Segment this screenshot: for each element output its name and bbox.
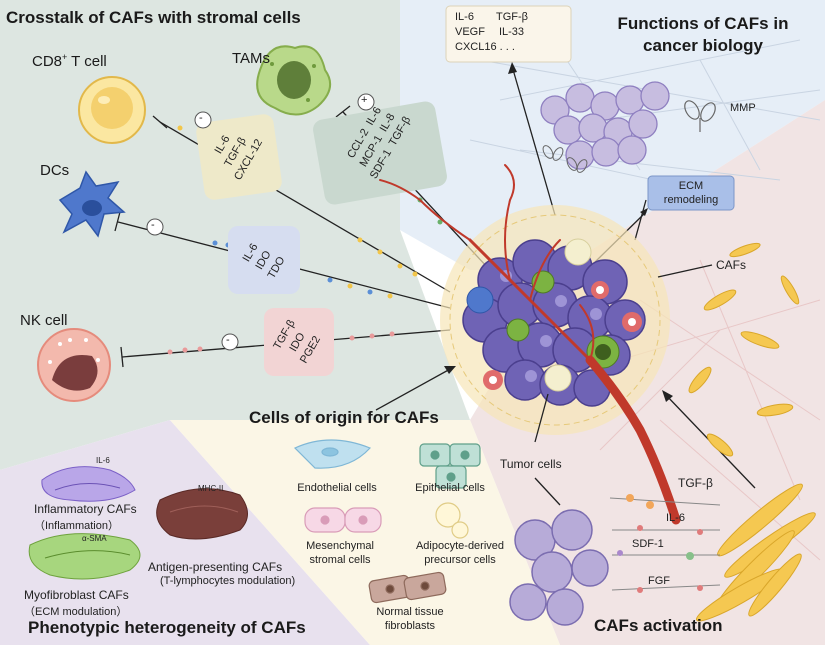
activation-tumor-cluster [509,509,609,626]
origin-arrow [375,366,456,411]
ecm-label-line1: ECM [678,180,704,192]
secreted-cxcl16: CXCL16 . . . [455,41,515,53]
origin-title: Cells of origin for CAFs [249,408,439,427]
tams-factor-box [313,101,447,205]
nk-factor-box [264,308,334,376]
antigen-label: Antigen-presenting CAFs [148,560,283,574]
crosstalk-title: Crosstalk of CAFs with stromal cells [6,8,301,27]
sign-circles [146,93,375,351]
fibroblasts-icon [368,571,447,604]
tumor-mass [440,205,670,435]
dcs-minus-sign: - [151,219,155,231]
dcs-cell-icon [58,170,126,238]
functions-title-line2: cancer biology [643,36,763,55]
cd8-suffix: T cell [67,53,107,70]
myofibroblast-caf-icon [28,533,141,580]
endothelial-label: Endothelial cells [297,482,377,494]
inflammatory-label: Inflammatory CAFs [34,502,137,516]
mhc-marker: MHC-II [198,484,224,493]
dcs-label: DCs [40,162,70,179]
cd8-label: CD8+ T cell [32,52,107,70]
activation-il6: IL-6 [666,512,685,524]
mmp-icon-small [542,145,588,173]
cd8-t-cell-icon [78,76,146,144]
epithelial-label: Epithelial cells [415,482,485,494]
mesenchymal-cells-icon [304,507,382,533]
fibroblasts-label-line2: fibroblasts [384,620,436,632]
nk-minus-sign: - [226,334,230,346]
tams-label: TAMs [232,50,271,67]
il6-marker: IL-6 [96,456,110,465]
activation-fgf: FGF [648,575,670,587]
myofibroblast-label: Myofibroblast CAFs [24,588,129,602]
myofibroblast-sub: （ECM modulation） [24,606,128,618]
adipocyte-label-line1: Adipocyte-derived [415,540,505,552]
tams-cell-icon [256,45,332,116]
activation-factor-dots [617,494,703,593]
adipocyte-label-line2: precursor cells [424,554,496,566]
cd8-main: CD8 [32,53,63,70]
secreted-il33: IL-33 [498,26,525,38]
ecm-label-line2: remodeling [663,194,719,206]
activation-sdf1: SDF-1 [632,538,664,550]
functions-title-line1: Functions of CAFs in [617,14,789,33]
phenotypic-title: Phenotypic heterogeneity of CAFs [28,618,306,637]
secreted-factors: IL-6 TGF-β VEGF IL-33 CXCL16 . . . [455,10,528,55]
tams-plus-sign: + [361,94,368,106]
fiber-network [599,259,821,561]
cd8-minus-sign: - [199,112,203,124]
tumor-cells-pointer [534,393,549,443]
cafs-pointer [657,264,713,278]
secretion-arrow [508,62,556,216]
dcs-factor-box [228,226,300,294]
cafs-label: CAFs [716,258,746,272]
mmp-label: MMP [730,102,756,114]
activation-title: CAFs activation [594,616,723,635]
secreted-vegf: VEGF [455,26,485,38]
functions-cell-cluster [540,81,670,170]
mesenchymal-label-line2: stromal cells [309,554,371,566]
mmp-icon [684,100,716,132]
caf-spindle-cells [688,242,800,457]
cd8-sup: + [62,52,68,62]
mesenchymal-label-line1: Mesenchymal [306,540,374,552]
inflammatory-caf-icon [41,466,136,502]
cd8-factor-box [196,114,282,200]
blood-vessel [379,164,681,525]
tumor-cells-label: Tumor cells [500,457,562,471]
ecm-remodeling-box [647,175,735,211]
activation-caf-bundle [696,483,816,622]
secreted-factors-box [445,5,572,63]
epithelial-cells-icon [419,443,481,489]
tumor-cells-lower-pointer [534,477,561,506]
antigen-sub: (T-lymphocytes modulation) [160,575,296,587]
endothelial-cells-icon [293,439,372,469]
secreted-il6: IL-6 [455,11,474,23]
sma-marker: α-SMA [82,534,107,543]
fibroblasts-label-line1: Normal tissue [376,606,444,618]
adipocyte-cells-icon [435,502,469,539]
activation-tgfb: TGF-β [678,476,713,490]
inflammatory-sub: （Inflammation） [34,520,119,532]
antigen-presenting-caf-icon [156,488,248,540]
nk-label: NK cell [20,312,68,329]
nk-cell-icon [37,328,111,402]
secreted-tgfb: TGF-β [495,11,528,23]
